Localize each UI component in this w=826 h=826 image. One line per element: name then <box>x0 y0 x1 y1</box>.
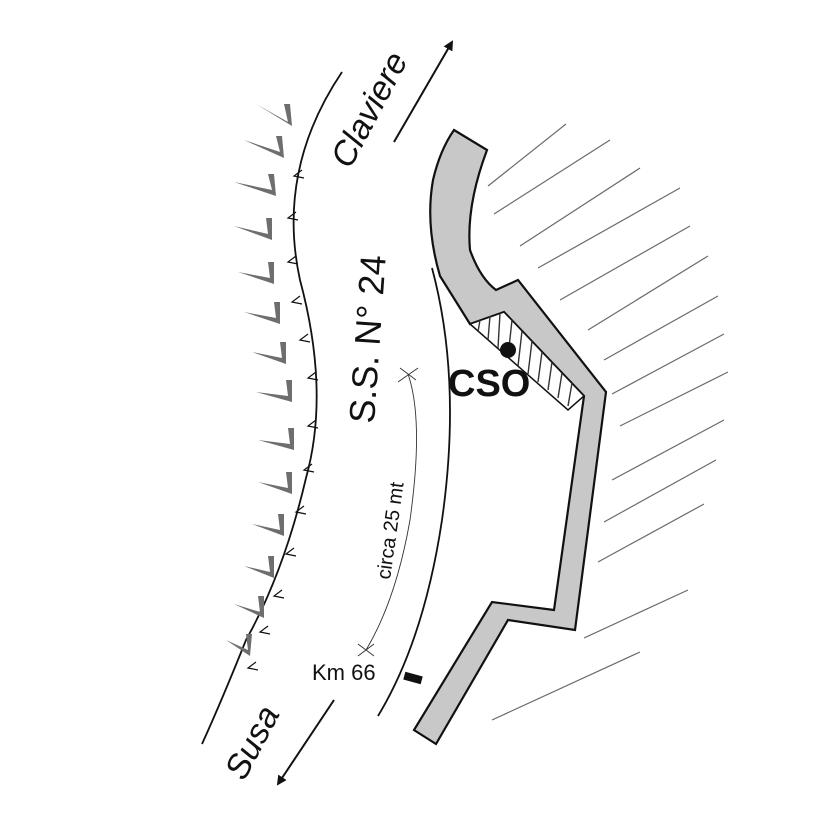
retaining-wall <box>412 128 608 746</box>
label-road-name: S.S. N° 24 <box>341 254 394 425</box>
label-claviere: Claviere <box>324 46 416 174</box>
slope-symbols <box>226 104 294 656</box>
station-point-icon <box>500 342 516 358</box>
road-edge-right <box>377 267 451 717</box>
label-distance: circa 25 mt <box>373 480 408 580</box>
km-marker-post <box>403 671 423 685</box>
arrow-claviere-icon <box>393 40 454 143</box>
label-km-marker: Km 66 <box>312 660 376 685</box>
arrow-susa-icon <box>276 699 335 786</box>
distance-end-marks <box>357 367 419 657</box>
embankment-ticks <box>246 169 319 671</box>
label-station: CSO <box>448 363 530 405</box>
label-susa: Susa <box>218 699 288 785</box>
distance-curve <box>365 373 417 651</box>
station-platform <box>468 311 586 411</box>
hillside-hatch <box>487 123 729 721</box>
road-edge-left <box>201 71 343 745</box>
